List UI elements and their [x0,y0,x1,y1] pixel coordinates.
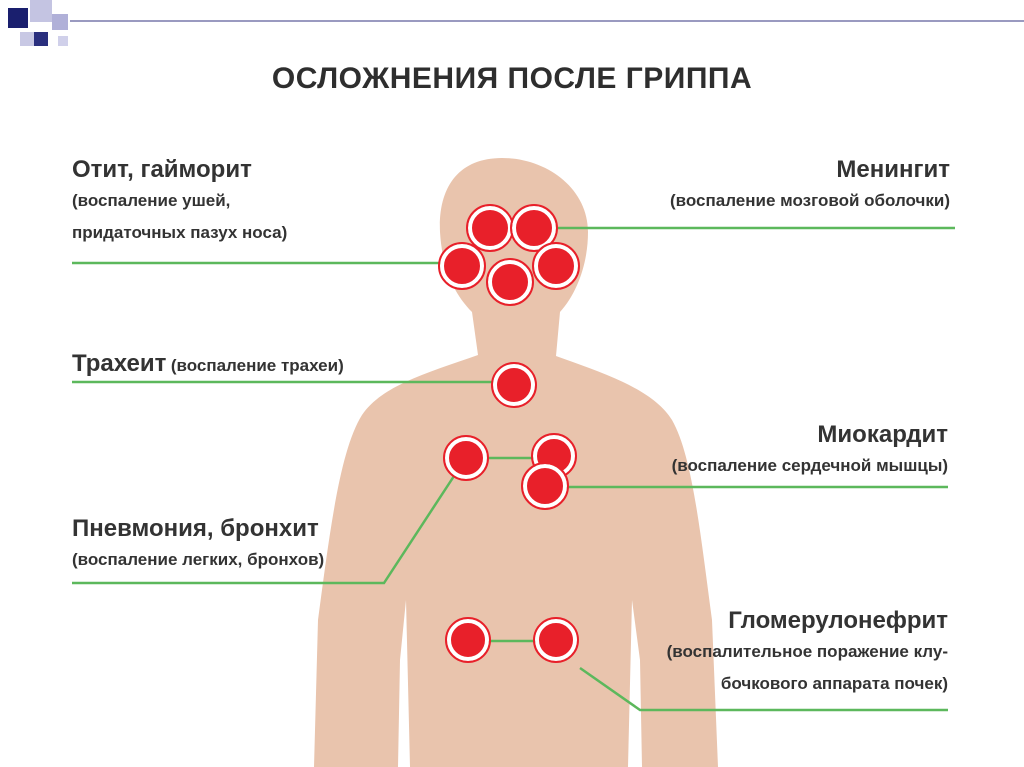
corner-square-lavender [30,0,52,22]
label-tracheitis-heading: Трахеит [72,350,167,377]
human-silhouette [314,158,718,767]
label-glomerulonephritis: Гломерулонефрит (воспалительное поражени… [667,606,948,700]
label-tracheitis-line1: (воспаление трахеи) [170,356,344,375]
spots [438,204,580,663]
page-title: ОСЛОЖНЕНИЯ ПОСЛЕ ГРИППА [271,62,753,95]
corner-square-navy [34,32,48,46]
label-myocarditis: Миокардит (воспаление сердечной мышцы) [672,420,948,482]
label-pneumonia-line1: (воспаление легких, бронхов) [72,550,325,569]
spot-lung-left [443,435,489,481]
spot-trachea [491,362,537,408]
spot-nose [486,258,534,306]
spot-kidney-left [445,617,491,663]
spot-brain [510,204,558,252]
label-otitis: Отит, гайморит (воспаление ушей, придато… [72,155,287,249]
spot-ear-right [532,242,580,290]
label-meningitis-heading: Менингит [836,156,950,183]
label-otitis-line2: придаточных пазух носа) [72,223,288,242]
spot-ear-left [438,242,486,290]
label-meningitis: Менингит (воспаление мозговой оболочки) [670,155,950,217]
leader-glomerulonephritis [579,666,948,712]
spot-sinus-left [466,204,514,252]
corner-square-navy [8,8,28,28]
label-meningitis-line1: (воспаление мозговой оболочки) [669,191,950,210]
label-glomerulonephritis-heading: Гломерулонефрит [728,607,948,634]
spot-heart [521,462,569,510]
label-myocarditis-line1: (воспаление сердечной мышцы) [671,456,948,475]
label-otitis-line1: (воспаление ушей, [72,191,231,210]
header-rule [70,20,1024,22]
corner-square-lavender [20,32,34,46]
label-pneumonia-heading: Пневмония, бронхит [72,515,319,542]
leader-pneumonia [72,472,458,585]
corner-square-lavender [52,14,68,30]
label-glomerulonephritis-line1: (воспалительное поражение клу- [666,642,948,661]
label-tracheitis: Трахеит (воспаление трахеи) [72,350,344,378]
label-myocarditis-heading: Миокардит [817,421,948,448]
label-otitis-heading: Отит, гайморит [72,156,252,183]
corner-square-lavender [58,36,68,46]
label-glomerulonephritis-line2: бочкового аппарата почек) [720,674,948,693]
spot-kidney-right [533,617,579,663]
label-pneumonia: Пневмония, бронхит (воспаление легких, б… [72,514,324,576]
